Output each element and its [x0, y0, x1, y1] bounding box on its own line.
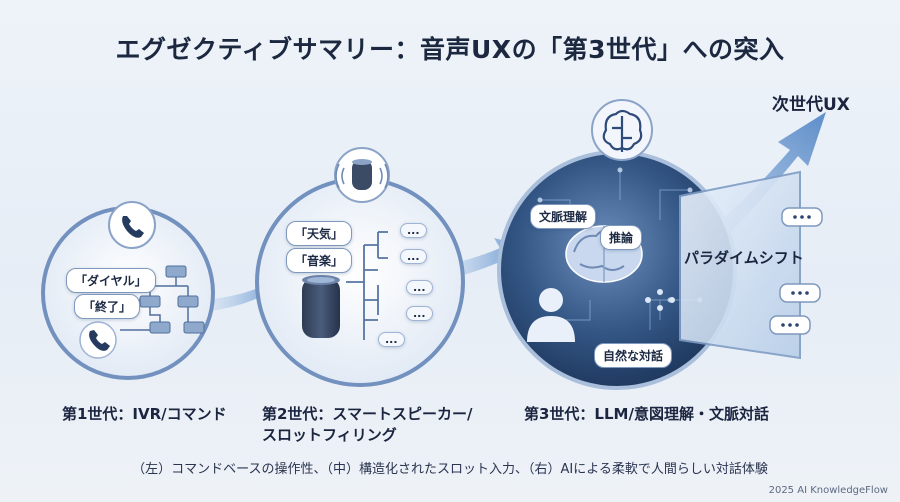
generation-1-circle [41, 201, 215, 380]
footer-credit: 2025 AI KnowledgeFlow [768, 485, 888, 496]
caption: （左）コマンドベースの操作性、（中）構造化されたスロット入力、（右）AIによる柔… [132, 462, 768, 477]
paradigm-shift-label: パラダイムシフト [684, 249, 804, 267]
gen2-bubble-weather: 「天気」 [286, 221, 353, 246]
handset-icon [79, 321, 117, 359]
gen2-slot-2: ... [400, 249, 427, 264]
gen2-label-line1: 第2世代：スマートスピーカー/ [262, 405, 473, 423]
gen2-bubble-music: 「音楽」 [286, 248, 353, 273]
gen2-slot-3: ... [406, 280, 433, 295]
gen2-slot-1: ... [400, 223, 427, 238]
gen1-bubble-end: 「終了」 [74, 294, 141, 319]
speaker-device-icon [302, 275, 340, 338]
gen3-bubble-context: 文脈理解 [530, 204, 597, 229]
gen3-bubble-reasoning: 推論 [600, 225, 643, 250]
gen2-label: 第2世代：スマートスピーカー/ スロットフィリング [262, 404, 472, 446]
next-ux-label: 次世代UX [772, 95, 850, 115]
gen2-slot-5: ... [378, 332, 405, 347]
gen1-label: 第1世代：IVR/コマンド [62, 405, 227, 423]
phone-icon [108, 201, 156, 249]
gen1-bubble-dial: 「ダイヤル」 [66, 268, 156, 293]
gen2-slot-4: ... [406, 306, 433, 321]
slot-tree-icon [346, 231, 388, 340]
page-title: エグゼクティブサマリー：音声UXの「第3世代」への突入 [115, 35, 785, 64]
smart-speaker-icon [335, 159, 389, 190]
gen3-bubble-natural-dialogue: 自然な対話 [594, 343, 673, 368]
gen3-label: 第3世代：LLM/意図理解・文脈対話 [524, 405, 769, 423]
brain-badge-icon [602, 109, 643, 152]
flowchart-icon [120, 265, 205, 334]
user-icon [527, 288, 575, 342]
gen2-label-line2: スロットフィリング [262, 426, 397, 444]
chat-panel [679, 170, 823, 360]
